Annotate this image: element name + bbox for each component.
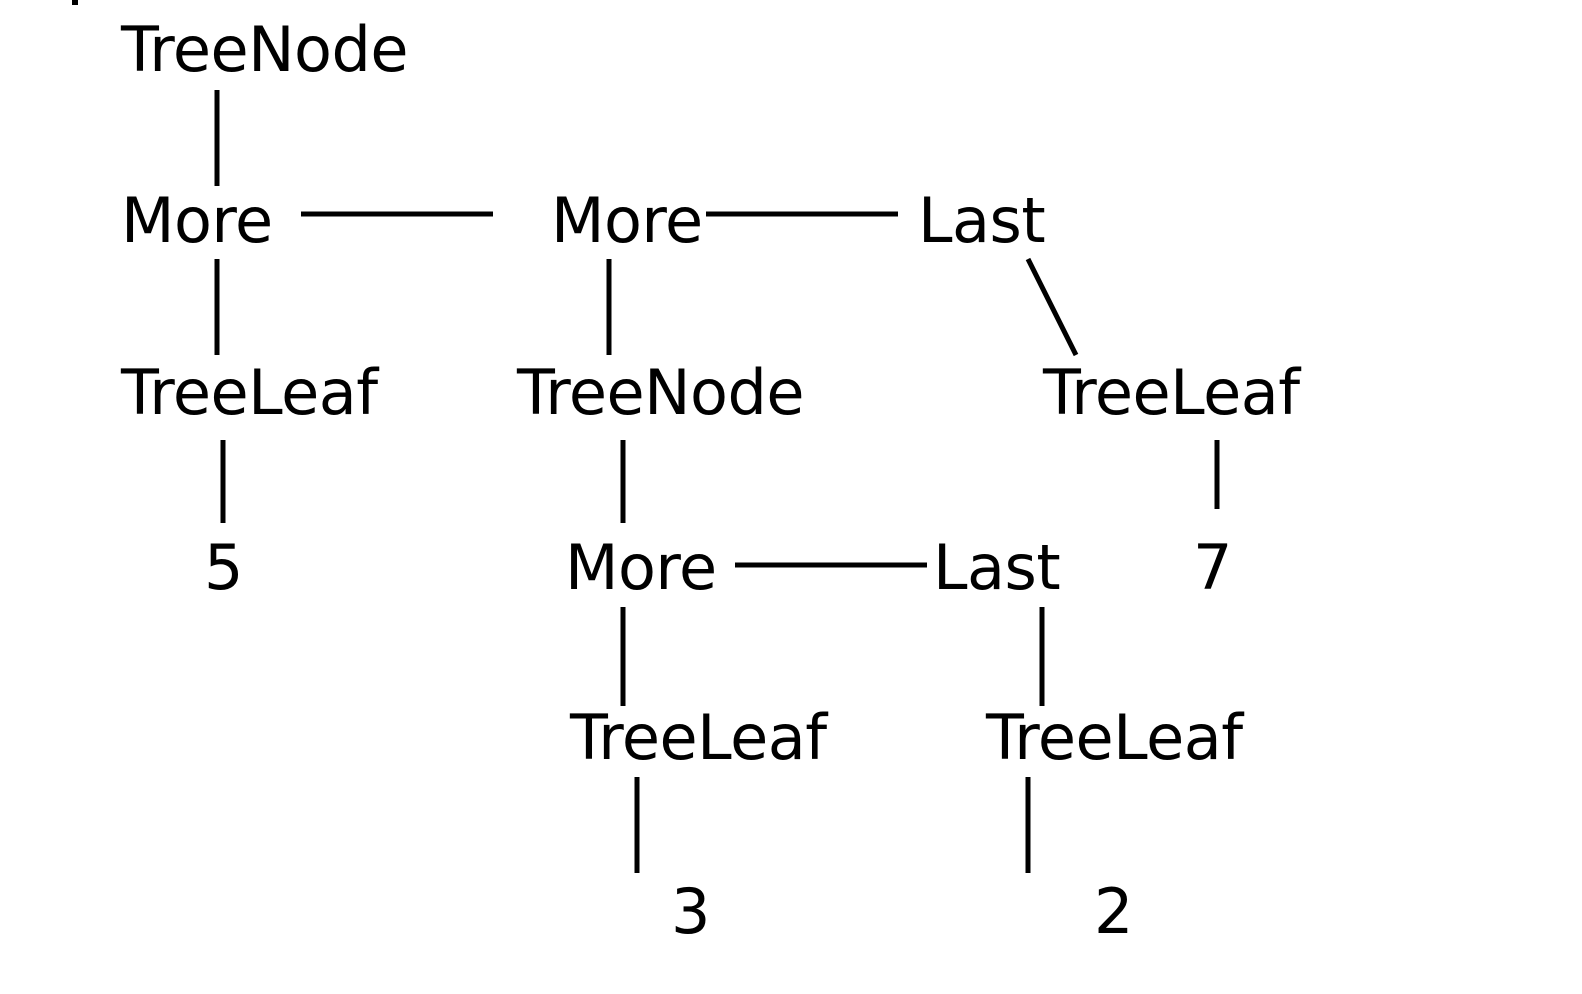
- node-treeleaf-2: TreeLeaf: [986, 701, 1243, 774]
- node-treenode-2: TreeNode: [517, 356, 805, 429]
- node-more-1: More: [121, 184, 273, 257]
- edge-last-1-to-treeleaf-7: [1025, 257, 1079, 357]
- node-more-3: More: [565, 531, 717, 604]
- node-more-2: More: [551, 184, 703, 257]
- node-value-7: 7: [1193, 531, 1232, 604]
- node-root-treenode: TreeNode: [121, 13, 409, 86]
- node-value-3: 3: [671, 875, 710, 948]
- node-last-2: Last: [933, 531, 1061, 604]
- corner-mark: [72, 0, 78, 5]
- node-last-1: Last: [918, 184, 1046, 257]
- node-treeleaf-3: TreeLeaf: [570, 701, 827, 774]
- node-treeleaf-7: TreeLeaf: [1043, 356, 1300, 429]
- node-treeleaf-5: TreeLeaf: [121, 356, 378, 429]
- node-value-5: 5: [204, 531, 243, 604]
- node-value-2: 2: [1094, 875, 1133, 948]
